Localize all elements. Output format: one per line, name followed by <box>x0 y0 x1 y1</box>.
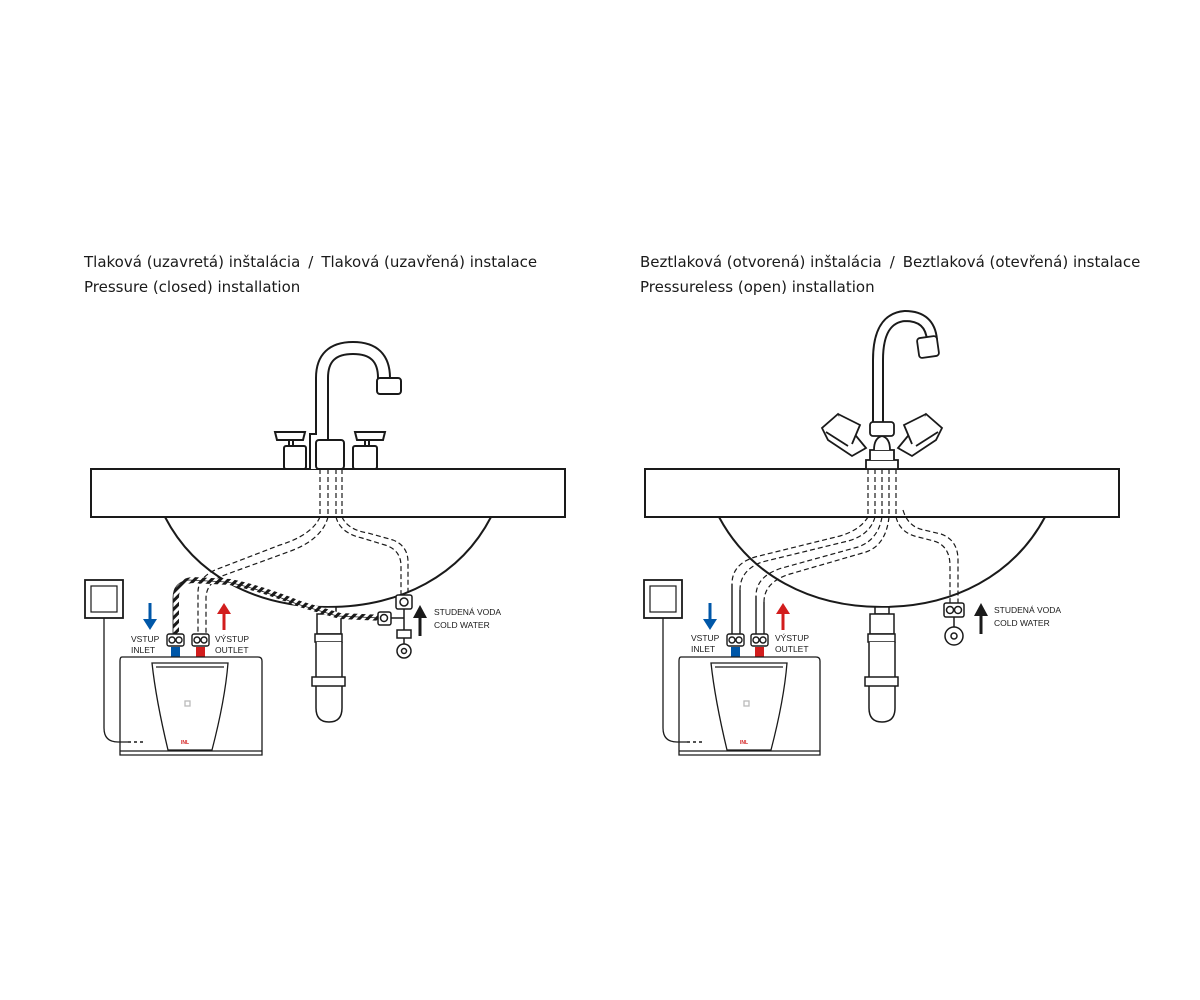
left-heater-brand: INL <box>181 740 189 746</box>
left-title-cz: Tlaková (uzavřená) instalace <box>321 253 538 271</box>
right-cold-label-en: COLD WATER <box>994 618 1050 628</box>
left-inlet-label-cz: VSTUP <box>131 634 160 644</box>
left-wall-switch <box>84 579 124 619</box>
right-inlet-label-en: INLET <box>691 644 715 654</box>
left-faucet <box>273 340 402 470</box>
right-cold-label-cz: STUDENÁ VODA <box>994 605 1061 615</box>
right-power-cable <box>662 618 687 743</box>
left-inlet-arrow <box>143 603 157 630</box>
right-panel-title: Beztlaková (otvorená) inštalácia / Beztlak… <box>640 250 1140 300</box>
right-cold-arrow <box>974 603 988 634</box>
right-outlet-port <box>755 647 764 657</box>
left-title-separator: / <box>308 253 314 271</box>
right-title-cz: Beztlaková (otevřená) instalace <box>902 253 1141 271</box>
left-basin-bowl <box>164 516 492 609</box>
left-siphon <box>311 606 346 723</box>
right-visible-pipes <box>731 584 765 634</box>
right-wall-switch <box>643 579 683 619</box>
right-inlet-label-cz: VSTUP <box>691 633 720 643</box>
left-hidden-pipes <box>197 469 409 634</box>
right-cold-valve <box>943 602 965 646</box>
left-diagram: INL <box>84 340 566 756</box>
right-inlet-port <box>731 647 740 657</box>
right-diagram: INL <box>643 309 1120 756</box>
right-outlet-label-en: OUTLET <box>775 644 809 654</box>
right-title-en: Pressureless (open) installation <box>640 278 875 296</box>
right-title-sk: Beztlaková (otvorená) inštalácia <box>640 253 882 271</box>
right-title-line1: Beztlaková (otvorená) inštalácia / Beztlak… <box>640 250 1140 275</box>
left-outlet-port <box>196 647 205 657</box>
right-hidden-pipes <box>731 469 959 603</box>
left-water-heater <box>119 656 263 756</box>
right-title-separator: / <box>889 253 895 271</box>
left-panel-title: Tlaková (uzavretá) inštalácia / Tlaková (u… <box>84 250 537 300</box>
right-outlet-label-cz: VÝSTUP <box>775 633 809 643</box>
left-outlet-label-en: OUTLET <box>215 645 249 655</box>
left-cold-valve <box>377 594 413 659</box>
left-title-line1: Tlaková (uzavretá) inštalácia / Tlaková (u… <box>84 250 537 275</box>
right-heater-brand: INL <box>740 740 748 746</box>
left-braided-hose <box>173 576 385 634</box>
left-inlet-label-en: INLET <box>131 645 155 655</box>
left-title-en: Pressure (closed) installation <box>84 278 301 296</box>
left-cold-label-cz: STUDENÁ VODA <box>434 607 501 617</box>
right-siphon <box>864 606 899 723</box>
right-basin-bowl <box>718 516 1046 609</box>
left-outlet-label-cz: VÝSTUP <box>215 634 249 644</box>
right-faucet <box>820 309 944 470</box>
left-title-sk: Tlaková (uzavretá) inštalácia <box>84 253 301 271</box>
right-inlet-arrow <box>703 603 717 630</box>
left-heater-connectors <box>166 633 210 647</box>
right-water-heater <box>678 656 821 756</box>
left-cold-label-en: COLD WATER <box>434 620 490 630</box>
right-heater-connectors <box>726 633 769 647</box>
left-inlet-port <box>171 647 180 657</box>
left-power-cable <box>103 618 128 743</box>
left-outlet-arrow <box>217 603 231 630</box>
left-cold-arrow <box>413 605 427 636</box>
right-outlet-arrow <box>776 603 790 630</box>
